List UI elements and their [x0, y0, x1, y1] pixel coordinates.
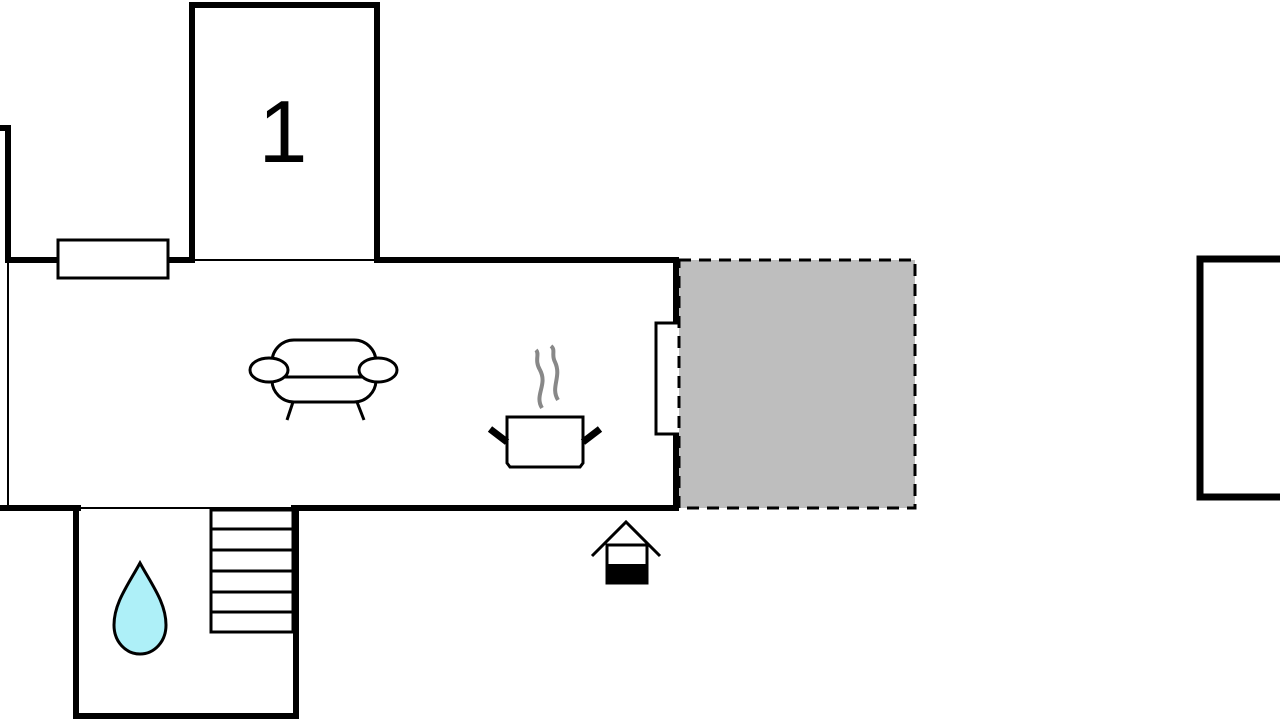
- water-drop-icon: [112, 559, 168, 656]
- right-room-walls: [1196, 255, 1280, 501]
- cooking-pot-icon: [487, 344, 603, 469]
- stairs-icon: [209, 508, 295, 634]
- entrance-icon: [590, 519, 662, 585]
- room-1-walls: [189, 2, 380, 263]
- room-label: 1: [259, 82, 308, 181]
- sofa-icon: [248, 338, 399, 421]
- left-wall: [0, 125, 11, 263]
- lower-room-walls: [73, 505, 299, 719]
- terrace: [677, 258, 917, 510]
- window-top: [56, 238, 170, 280]
